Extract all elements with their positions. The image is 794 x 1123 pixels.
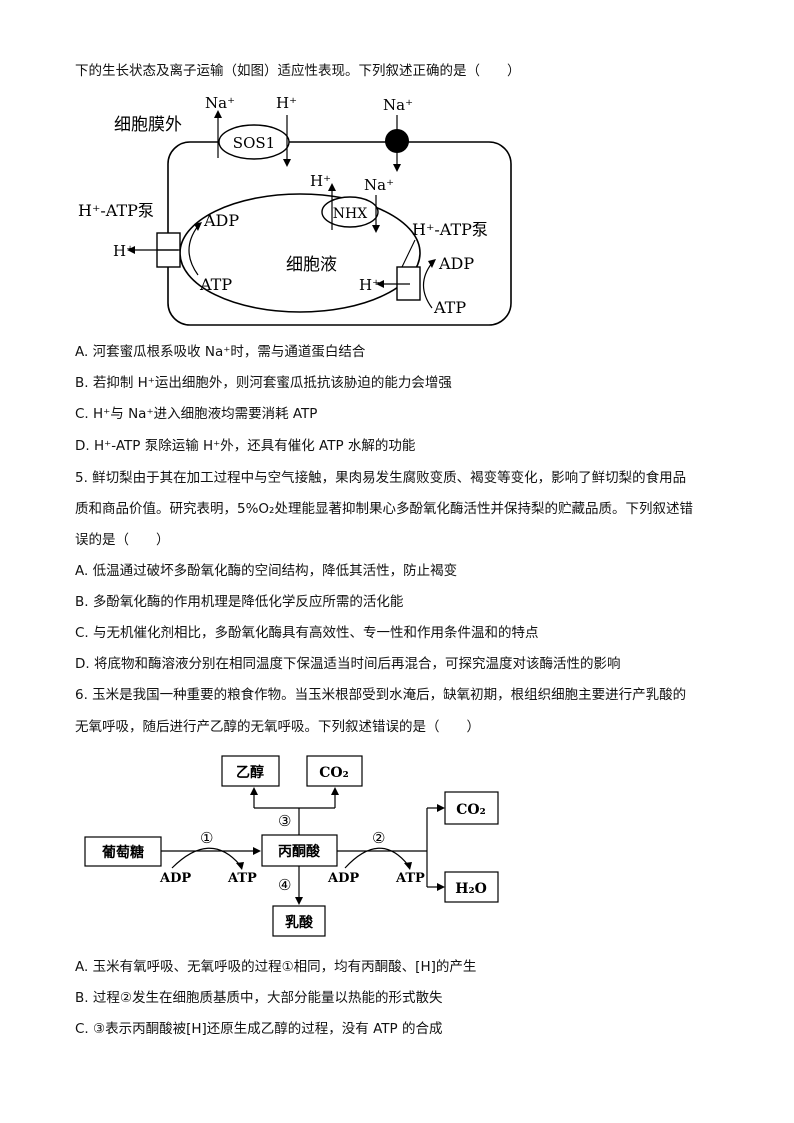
ethanol-label: 乙醇 [236, 764, 264, 781]
co2-label-top: CO₂ [319, 765, 348, 781]
outside-label: 细胞膜外 [114, 115, 182, 135]
step-4: ④ [278, 876, 291, 894]
na-label-sos1: Na⁺ [205, 94, 235, 112]
sos1-transporter [218, 124, 290, 160]
pyruvate-label: 丙酮酸 [278, 843, 321, 860]
option-6b: B. 过程②发生在细胞质基质中，大部分能量以热能的形式散失 [75, 990, 443, 1006]
atp-label-left: ATP [199, 275, 232, 294]
question-5-stem-3: 误的是（ ） [75, 532, 170, 548]
pump-label-left: H⁺-ATP泵 [78, 201, 154, 220]
step-2: ② [372, 829, 385, 847]
option-5a: A. 低温通过破坏多酚氧化酶的空间结构，降低其活性，防止褐变 [75, 563, 458, 579]
co2-box-top [306, 755, 363, 787]
adp-label-1: ADP [159, 871, 191, 886]
step-3: ③ [278, 812, 291, 830]
na-label-channel: Na⁺ [383, 96, 413, 114]
question-6-stem-2: 无氧呼吸，随后进行产乙醇的无氧呼吸。下列叙述错误的是（ ） [75, 719, 480, 735]
option-5c: C. 与无机催化剂相比，多酚氧化酶具有高效性、专一性和作用条件温和的特点 [75, 625, 539, 641]
option-6a: A. 玉米有氧呼吸、无氧呼吸的过程①相同，均有丙酮酸、[H]的产生 [75, 959, 477, 975]
nhx-transporter [321, 196, 379, 228]
step-1: ① [200, 829, 213, 847]
respiration-pathway-diagram: 乙醇 CO₂ 葡萄糖 丙酮酸 乳酸 CO₂ H₂O ① ADP ATP ③ ④ … [84, 755, 499, 937]
question-5-stem-1: 5. 鲜切梨由于其在加工过程中与空气接触，果肉易发生腐败变质、褐变等变化，影响了… [75, 470, 687, 486]
co2-label-right: CO₂ [456, 802, 485, 818]
h-label-sos1: H⁺ [276, 94, 297, 112]
h-label-left: H⁺ [113, 242, 134, 260]
pump-label-right: H⁺-ATP泵 [412, 220, 488, 239]
na-label-nhx: Na⁺ [364, 176, 394, 194]
option-5b: B. 多酚氧化酶的作用机理是降低化学反应所需的活化能 [75, 594, 404, 610]
option-4c: C. H⁺与 Na⁺进入细胞液均需要消耗 ATP [75, 406, 318, 422]
option-5d: D. 将底物和酶溶液分别在相同温度下保温适当时间后再混合，可探究温度对该酶活性的… [75, 656, 621, 672]
co2-box-right [444, 791, 499, 825]
question-6-stem-1: 6. 玉米是我国一种重要的粮食作物。当玉米根部受到水淹后，缺氧初期，根组织细胞主… [75, 687, 687, 703]
question-5-stem-2: 质和商品价值。研究表明，5%O₂处理能显著抑制果心多酚氧化酶活性并保持梨的贮藏品… [75, 501, 693, 517]
sos1-label: SOS1 [233, 134, 275, 152]
h2o-label: H₂O [455, 881, 487, 897]
adp-label-2: ADP [327, 871, 359, 886]
glucose-label: 葡萄糖 [101, 844, 144, 861]
atp-label-2: ATP [395, 871, 425, 886]
vacuole-label: 细胞液 [286, 255, 337, 275]
nhx-label: NHX [333, 206, 367, 222]
question-stem-line: 下的生长状态及离子运输（如图）适应性表现。下列叙述正确的是（ ） [75, 63, 521, 79]
lactic-acid-box [272, 905, 326, 937]
h-label-nhx: H⁺ [310, 172, 331, 190]
ion-transport-diagram: SOS1 Na⁺ H⁺ Na⁺ 细胞膜外 H⁺ H⁺-ATP泵 ADP ATP … [78, 94, 512, 326]
h2o-box [444, 871, 499, 903]
adp-label-right: ADP [438, 254, 474, 273]
option-6c: C. ③表示丙酮酸被[H]还原生成乙醇的过程，没有 ATP 的合成 [75, 1021, 443, 1037]
atp-label-right: ATP [433, 298, 466, 317]
atp-label-1: ATP [227, 871, 257, 886]
lactic-acid-label: 乳酸 [285, 914, 314, 931]
ethanol-box [221, 755, 280, 787]
glucose-box [84, 836, 162, 867]
option-4b: B. 若抑制 H⁺运出细胞外，则河套蜜瓜抵抗该胁迫的能力会增强 [75, 375, 452, 391]
option-4d: D. H⁺-ATP 泵除运输 H⁺外，还具有催化 ATP 水解的功能 [75, 438, 416, 454]
adp-label-left: ADP [203, 211, 239, 230]
option-4a: A. 河套蜜瓜根系吸收 Na⁺时，需与通道蛋白结合 [75, 344, 366, 360]
h-label-right: H⁺ [359, 276, 380, 294]
